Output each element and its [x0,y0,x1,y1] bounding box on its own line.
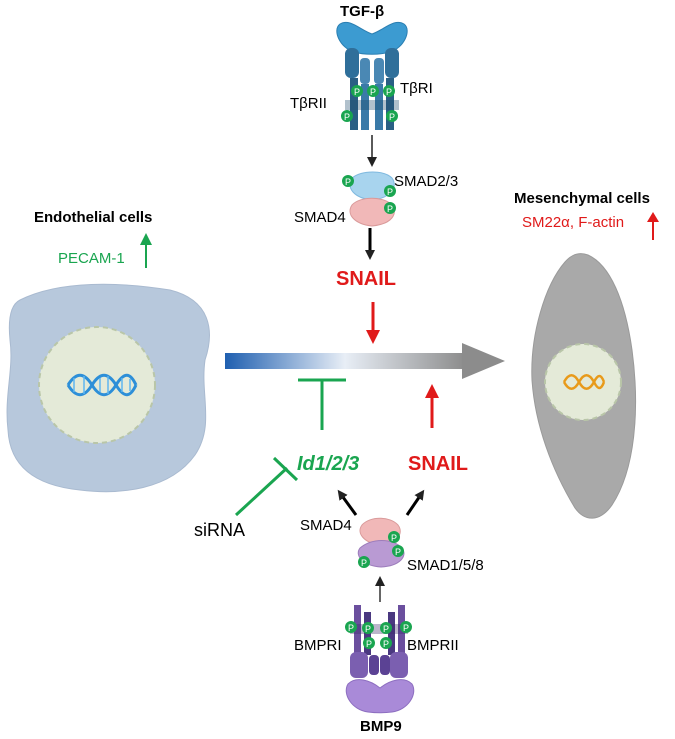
smad4-top-label: SMAD4 [294,209,346,226]
smad23-smad4-complex: P P P [342,171,396,227]
tgf-beta-label: TGF-β [340,3,384,20]
phospho-label: P [391,533,397,543]
id-inhibition-bar [298,378,346,430]
bmp-receptor [350,605,408,678]
bmprii-label: BMPRII [407,637,459,654]
sirna-inhibition [234,456,299,517]
tgf-beta-receptor [345,48,399,130]
endothelial-nucleus [38,326,156,444]
phospho-label: P [383,624,389,634]
sm22-label: SM22α, F-actin [522,214,624,231]
phospho-label: P [348,623,354,633]
smad158-label: SMAD1/5/8 [407,557,484,574]
phospho-label: P [386,87,392,97]
mesenchymal-nucleus [544,343,622,421]
sirna-label: siRNA [194,520,245,540]
tbri-label: TβRI [400,80,433,97]
smad-to-id-arrow [337,489,358,516]
mesenchymal-cell [531,253,637,519]
phospho-label: P [383,639,389,649]
pecam-label: PECAM-1 [58,250,125,267]
smad23-label: SMAD2/3 [394,173,458,190]
snail-bottom-label: SNAIL [408,453,468,475]
phospho-label: P [354,87,360,97]
phospho-label: P [387,204,393,214]
id123-label: Id1/2/3 [297,453,359,475]
tbrii-label: TβRII [290,95,327,112]
endothelial-cell [6,283,210,493]
phospho-label: P [365,624,371,634]
smad4-bottom-label: SMAD4 [300,517,352,534]
smad-to-snail-bottom-arrow [405,489,425,516]
smad158-smad4-complex: P P P [357,517,405,568]
phospho-markers-bmp: P P P P P P [345,621,412,649]
snail-top-label: SNAIL [336,268,396,290]
mesenchymal-title: Mesenchymal cells [514,190,650,207]
phospho-label: P [366,639,372,649]
endothelial-title: Endothelial cells [34,209,152,226]
phospho-label: P [345,177,351,187]
phospho-label: P [387,187,393,197]
bmp9-ligand [345,679,415,714]
bmp9-label: BMP9 [360,718,402,735]
phospho-label: P [403,623,409,633]
phospho-markers-tgf: P P P P P [341,85,398,122]
dna-icon [66,373,138,397]
bmpri-label: BMPRI [294,637,342,654]
transition-arrow [225,343,505,379]
phospho-label: P [389,112,395,122]
phospho-label: P [344,112,350,122]
phospho-label: P [361,558,367,568]
dna-icon [562,374,606,390]
phospho-label: P [395,547,401,557]
phospho-label: P [370,87,376,97]
